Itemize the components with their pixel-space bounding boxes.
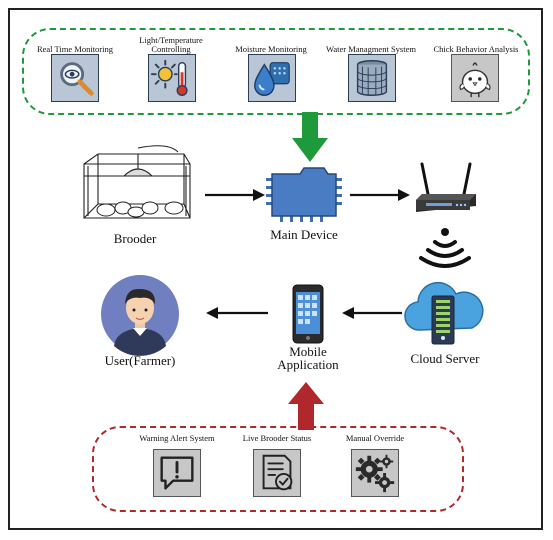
cloud-server-label: Cloud Server: [410, 351, 480, 366]
app-features-group: [92, 426, 464, 512]
diagram-frame: [8, 8, 543, 530]
app-feature-warning-alert: Warning Alert System: [132, 434, 222, 504]
green-down-arrow: [292, 112, 328, 162]
mobile-label-line2: Application: [277, 357, 339, 372]
status-document-icon: [253, 449, 301, 497]
arrow-cloud-to-mobile: [342, 307, 402, 319]
feature-label: Light/Temperature Controlling: [139, 35, 203, 54]
feature-water-management: Water Managment System: [326, 36, 416, 106]
feature-label: Water Managment System: [326, 44, 416, 54]
water-drop-icon: [248, 54, 296, 102]
feature-label: Real Time Monitoring: [36, 44, 114, 54]
arrow-device-to-router: [350, 189, 410, 201]
app-feature-live-status: Live Brooder Status: [232, 434, 322, 504]
gears-icon: [351, 449, 399, 497]
eye-magnifier-icon: [51, 54, 99, 102]
brooder-label: Brooder: [113, 231, 157, 246]
mobile-phone-icon: [292, 284, 324, 344]
feature-real-time-monitoring: Real Time Monitoring: [30, 36, 120, 106]
feature-light-temperature: Light/Temperature Controlling: [126, 36, 216, 106]
sensing-features-group: [22, 28, 530, 115]
arrow-mobile-to-user: [206, 307, 268, 319]
user-avatar-icon: [101, 275, 179, 356]
water-tank-icon: [348, 54, 396, 102]
alert-message-icon: [153, 449, 201, 497]
feature-chick-behavior: Chick Behavior Analysis: [426, 36, 526, 106]
feature-label: Moisture Monitoring: [235, 44, 307, 54]
main-device-label: Main Device: [270, 227, 338, 242]
app-feature-label: Warning Alert System: [139, 433, 215, 443]
main-device-icon: [266, 167, 342, 222]
app-feature-manual-override: Manual Override: [330, 434, 420, 504]
mobile-label-line1: Mobile: [289, 344, 327, 359]
arrow-brooder-to-device: [205, 189, 265, 201]
router-icon: [416, 162, 476, 212]
feature-label: Chick Behavior Analysis: [433, 44, 519, 54]
feature-moisture-monitoring: Moisture Monitoring: [226, 36, 316, 106]
sun-thermometer-icon: [148, 54, 196, 102]
brooder-icon: [83, 145, 191, 219]
app-feature-label: Live Brooder Status: [242, 433, 312, 443]
red-up-arrow: [288, 382, 324, 430]
mobile-application-label: Mobile Application: [262, 345, 354, 371]
wifi-signal-icon: [419, 228, 471, 268]
chick-icon: [451, 54, 499, 102]
user-label: User(Farmer): [104, 353, 176, 368]
cloud-server-icon: [404, 281, 484, 345]
app-feature-label: Manual Override: [345, 433, 405, 443]
